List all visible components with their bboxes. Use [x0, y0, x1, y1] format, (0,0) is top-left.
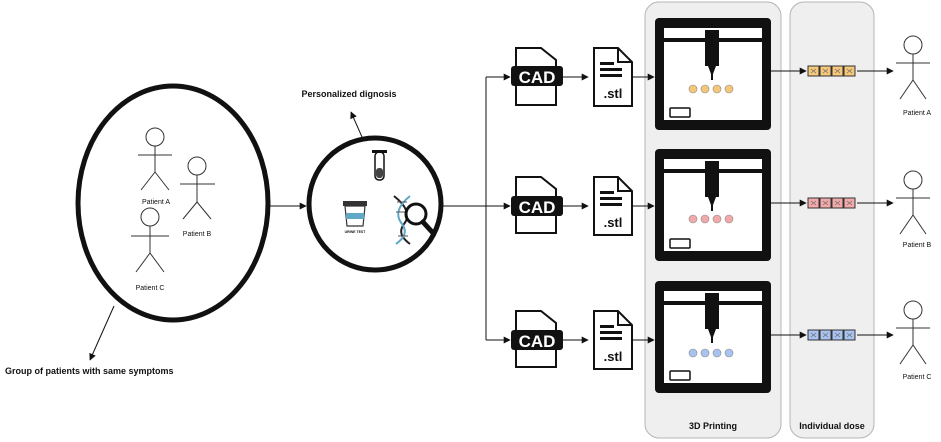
dose-blister-mark-c	[822, 332, 829, 338]
group-label-pointer	[89, 305, 115, 361]
dose-blister-mark-c	[810, 332, 817, 338]
stl-label-a: .stl	[604, 86, 623, 101]
printed-dose-dot-b	[724, 214, 734, 224]
printed-dose-dot-c	[712, 348, 722, 358]
printed-dose-dot-c	[724, 348, 734, 358]
printed-dose-dot-c	[688, 348, 698, 358]
dose-blister-mark-b	[822, 200, 829, 206]
cad-label-b: CAD	[519, 198, 556, 217]
printer-icon-b	[655, 149, 771, 261]
printed-dose-dot-b	[700, 214, 710, 224]
group-patient-a-label: Patient A	[142, 199, 170, 206]
printing-panel-label: 3D Printing	[689, 421, 737, 431]
patient-a-label: Patient A	[903, 110, 931, 117]
printer-icon-c	[655, 281, 771, 393]
dose-blister-mark-b	[846, 200, 853, 206]
dose-blister-mark-c	[846, 332, 853, 338]
group-patient-a-figure	[138, 127, 172, 191]
group-label: Group of patients with same symptoms	[5, 366, 174, 376]
group-patient-b-figure	[180, 156, 215, 220]
dose-panel-label: Individual dose	[799, 421, 865, 431]
group-patient-b-label: Patient B	[183, 231, 212, 238]
stl-label-b: .stl	[604, 215, 623, 230]
patient-b-figure	[896, 170, 930, 235]
cad-label-c: CAD	[519, 332, 556, 351]
dose-layer	[688, 65, 856, 358]
dose-blister-mark-a	[810, 68, 817, 74]
printer-icon-a	[655, 18, 771, 130]
dose-blister-mark-a	[846, 68, 853, 74]
printed-dose-dot-c	[700, 348, 710, 358]
stl-label-c: .stl	[604, 349, 623, 364]
cad-label-a: CAD	[519, 68, 556, 87]
row-c: CAD .stl Patient C	[486, 281, 931, 393]
diagnosis-label: Personalized dignosis	[301, 89, 396, 99]
urine-cup-icon	[343, 201, 367, 227]
dose-blister-mark-b	[834, 200, 841, 206]
group-patient-c-figure	[131, 207, 169, 273]
dose-blister-mark-a	[834, 68, 841, 74]
diagnosis-label-pointer	[350, 111, 363, 138]
printed-dose-dot-b	[712, 214, 722, 224]
printed-dose-dot-a	[688, 84, 698, 94]
test-tube-icon	[372, 150, 387, 181]
group-patient-c-label: Patient C	[136, 285, 165, 292]
dose-panel	[789, 1, 875, 439]
row-a: CAD .stl Patient A	[486, 18, 931, 130]
patient-group-ellipse	[75, 83, 271, 323]
printed-dose-dot-b	[688, 214, 698, 224]
patient-a-figure	[896, 35, 930, 100]
dose-blister-mark-c	[834, 332, 841, 338]
printed-dose-dot-a	[712, 84, 722, 94]
dose-blister-mark-b	[810, 200, 817, 206]
dna-magnifier-icon	[393, 195, 436, 245]
printed-dose-dot-a	[724, 84, 734, 94]
printed-dose-dot-a	[700, 84, 710, 94]
patient-b-label: Patient B	[903, 242, 932, 249]
patient-c-figure	[896, 300, 930, 365]
urine-test-label: URINE TEST	[345, 230, 367, 234]
patient-c-label: Patient C	[903, 374, 932, 381]
dose-blister-mark-a	[822, 68, 829, 74]
row-b: CAD .stl Patient B	[486, 149, 932, 261]
diagnosis-circle	[306, 135, 444, 273]
